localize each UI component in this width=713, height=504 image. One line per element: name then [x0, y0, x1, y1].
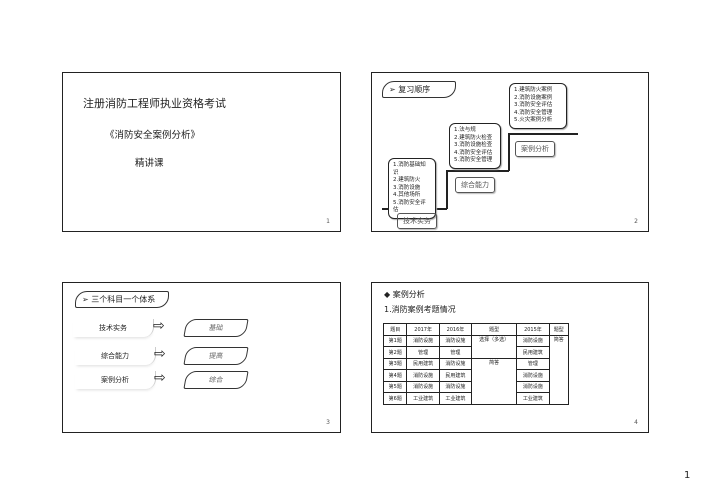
header-cell: 题型 — [548, 323, 570, 336]
cell: 消防设施 — [516, 369, 550, 382]
header-cell: 2015年 — [516, 323, 550, 336]
cell: 第4题 — [382, 369, 408, 382]
level-basic: 基础 — [183, 319, 249, 337]
item: 4.消防安全管理 — [514, 109, 553, 116]
level-improve: 提高 — [183, 347, 249, 365]
cell: 民用建筑 — [438, 369, 473, 382]
header-cell: 题目 — [382, 323, 408, 336]
subject-case: 案例分析 — [75, 371, 156, 389]
item: 5.消防安全评估 — [393, 199, 426, 214]
arrow-right-icon: ⇨ — [153, 318, 165, 334]
slide-3[interactable]: ➢ 三个科目一个体系 技术实务 ⇨ 基础 综合能力 ⇨ 提高 案例分析 ⇨ 综合… — [62, 282, 341, 433]
arrow-right-icon: ⇨ — [154, 370, 166, 386]
subject-tech: 技术实务 — [73, 319, 154, 337]
step-line — [446, 170, 509, 172]
arrow-bullet-icon: ➢ — [389, 85, 399, 94]
header-cell: 题型 — [471, 323, 518, 336]
table-row: 第6题工业建筑工业建筑工业建筑 — [382, 392, 569, 405]
item: 1.建筑防火案例 — [514, 87, 553, 93]
item: 2.建筑防火 — [393, 177, 421, 183]
cell: 简答 — [548, 334, 570, 405]
cell: 消防设施 — [406, 380, 440, 393]
item: 5.火灾案例分析 — [514, 117, 553, 123]
cell: 消防设施 — [438, 380, 473, 393]
cell: 管理 — [406, 346, 440, 359]
cell: 第3题 — [382, 357, 408, 370]
cell: 工业建筑 — [438, 392, 473, 405]
item: 3.消防设施检查 — [454, 142, 493, 148]
diamond-bullet-icon: ◆ — [384, 290, 393, 299]
cell: 管理 — [438, 346, 473, 359]
review-order-heading: ➢ 复习顺序 — [382, 81, 456, 98]
item: 1.法与规 — [454, 127, 476, 133]
slide-number: 2 — [634, 218, 638, 225]
item: 4.其他场所 — [393, 192, 421, 198]
slide-number: 1 — [326, 218, 330, 225]
slide-1[interactable]: 注册消防工程师执业资格考试 《消防安全案例分析》 精讲课 1 — [62, 72, 341, 232]
level-integrated: 综合 — [183, 371, 249, 389]
label-tech: 技术实务 — [397, 213, 437, 229]
cell: 消防设施 — [406, 369, 440, 382]
cell: 消防设施 — [406, 334, 440, 347]
slide-number: 3 — [326, 419, 330, 426]
item: 4.消防安全评估 — [454, 149, 493, 156]
cell: 第2题 — [382, 346, 408, 359]
header-cell: 2017年 — [406, 323, 440, 336]
item: 3.消防安全评估 — [514, 102, 553, 108]
subject-comprehensive: 综合能力 — [75, 347, 156, 365]
cell: 消防设施 — [516, 334, 550, 347]
slide-title: 注册消防工程师执业资格考试 — [83, 97, 226, 110]
course-label: 精讲课 — [135, 158, 164, 169]
cell: 工业建筑 — [516, 392, 550, 405]
item: 2.建筑防火检查 — [454, 134, 493, 141]
page-number: 1 — [684, 470, 691, 481]
cell: 消防设施 — [438, 357, 473, 370]
table-row: 第1题消防设施消防设施选择（多选）消防设施简答 — [382, 334, 570, 405]
cell: 第1题 — [382, 334, 408, 347]
case-heading: ◆ 案例分析 — [384, 289, 425, 300]
step-line — [508, 133, 578, 135]
cell: 管理 — [516, 357, 550, 370]
cell: 工业建筑 — [406, 392, 440, 405]
cell: 选择（多选） — [471, 334, 518, 359]
heading-text: 复习顺序 — [398, 85, 431, 94]
heading-text: 三个科目一个体系 — [91, 295, 156, 304]
label-comprehensive: 综合能力 — [455, 177, 495, 193]
slide-number: 4 — [634, 419, 638, 426]
cell: 民用建筑 — [406, 357, 440, 370]
item: 1.消防基础知识 — [393, 162, 426, 176]
cell: 民用建筑 — [516, 346, 550, 359]
table-row: 第3题民用建筑消防设施简答管理 — [382, 357, 569, 405]
subheading: 1.消防案例考题情况 — [384, 305, 456, 314]
cell: 消防设施 — [516, 380, 550, 393]
slide-subtitle: 《消防安全案例分析》 — [105, 130, 201, 141]
item: 5.消防安全管理 — [454, 157, 493, 163]
heading-text: 案例分析 — [392, 290, 425, 299]
step-line — [446, 170, 448, 209]
system-heading: ➢ 三个科目一个体系 — [75, 291, 169, 308]
step-line — [508, 133, 510, 171]
header-cell: 2016年 — [438, 323, 473, 336]
item: 2.消防设施案例 — [514, 94, 553, 101]
arrow-bullet-icon: ➢ — [82, 295, 92, 304]
arrow-right-icon: ⇨ — [154, 346, 166, 362]
item: 3.消防设施 — [393, 184, 421, 191]
table-row: 第5题消防设施消防设施消防设施 — [382, 380, 569, 393]
cell: 消防设施 — [438, 334, 473, 347]
cell: 第5题 — [382, 380, 408, 393]
cell: 第6题 — [382, 392, 408, 405]
label-case: 案例分析 — [515, 141, 555, 157]
cell: 简答 — [471, 357, 518, 405]
